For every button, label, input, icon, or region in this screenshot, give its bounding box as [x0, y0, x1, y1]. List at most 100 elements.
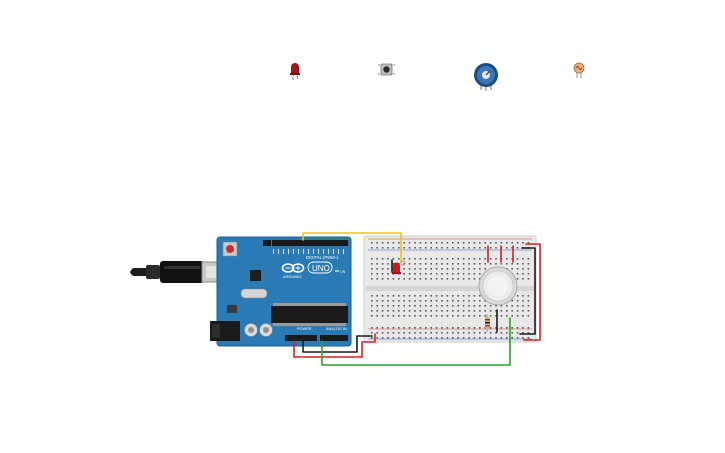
breadboard-hole[interactable]: [387, 247, 389, 249]
breadboard-hole[interactable]: [408, 273, 411, 275]
breadboard-hole[interactable]: [457, 305, 459, 307]
breadboard-hole[interactable]: [414, 268, 416, 270]
breadboard-hole[interactable]: [452, 263, 454, 265]
breadboard-hole[interactable]: [387, 300, 389, 302]
breadboard-hole[interactable]: [452, 315, 454, 317]
breadboard-hole[interactable]: [457, 258, 459, 260]
breadboard-hole[interactable]: [489, 242, 492, 244]
breadboard-hole[interactable]: [452, 273, 454, 275]
breadboard-hole[interactable]: [516, 258, 519, 260]
breadboard-hole[interactable]: [371, 295, 373, 297]
breadboard-hole[interactable]: [468, 247, 470, 249]
breadboard-hole[interactable]: [419, 315, 422, 317]
breadboard-hole[interactable]: [392, 300, 395, 302]
breadboard-hole[interactable]: [419, 305, 422, 307]
breadboard-hole[interactable]: [381, 295, 384, 297]
breadboard-hole[interactable]: [430, 268, 432, 270]
breadboard-hole[interactable]: [430, 332, 432, 334]
breadboard-hole[interactable]: [419, 268, 422, 270]
breadboard-hole[interactable]: [381, 300, 384, 302]
breadboard-hole[interactable]: [457, 295, 459, 297]
breadboard-hole[interactable]: [435, 332, 438, 334]
breadboard-hole[interactable]: [527, 295, 530, 297]
breadboard-hole[interactable]: [392, 263, 395, 265]
breadboard-hole[interactable]: [387, 315, 389, 317]
breadboard-hole[interactable]: [452, 278, 454, 280]
breadboard-hole[interactable]: [414, 315, 416, 317]
breadboard-hole[interactable]: [414, 263, 416, 265]
breadboard-hole[interactable]: [462, 273, 465, 275]
breadboard-hole[interactable]: [441, 305, 443, 307]
breadboard-hole[interactable]: [452, 242, 454, 244]
breadboard-hole[interactable]: [500, 337, 503, 339]
palette-led[interactable]: [290, 63, 300, 80]
breadboard-hole[interactable]: [457, 242, 459, 244]
breadboard-hole[interactable]: [381, 310, 384, 312]
breadboard-hole[interactable]: [506, 258, 508, 260]
breadboard-hole[interactable]: [403, 278, 405, 280]
breadboard-hole[interactable]: [468, 273, 470, 275]
breadboard-hole[interactable]: [446, 332, 449, 334]
analog-header[interactable]: [320, 335, 348, 341]
resistor-on-board[interactable]: [485, 314, 490, 332]
breadboard-hole[interactable]: [479, 327, 481, 329]
breadboard-hole[interactable]: [403, 258, 405, 260]
breadboard-hole[interactable]: [408, 242, 411, 244]
breadboard-hole[interactable]: [446, 263, 449, 265]
breadboard-hole[interactable]: [473, 242, 476, 244]
breadboard-hole[interactable]: [511, 268, 513, 270]
breadboard-hole[interactable]: [522, 268, 524, 270]
breadboard-hole[interactable]: [408, 268, 411, 270]
breadboard-hole[interactable]: [398, 327, 400, 329]
breadboard-hole[interactable]: [441, 242, 443, 244]
breadboard-hole[interactable]: [462, 327, 465, 329]
breadboard-hole[interactable]: [419, 247, 422, 249]
breadboard-hole[interactable]: [403, 295, 405, 297]
breadboard-hole[interactable]: [392, 337, 395, 339]
breadboard-hole[interactable]: [376, 300, 378, 302]
breadboard-hole[interactable]: [527, 278, 530, 280]
breadboard-hole[interactable]: [435, 300, 438, 302]
wire-green-analog[interactable]: [321, 317, 511, 366]
breadboard-hole[interactable]: [441, 337, 443, 339]
breadboard-hole[interactable]: [376, 332, 378, 334]
breadboard-hole[interactable]: [398, 278, 400, 280]
breadboard-hole[interactable]: [414, 337, 416, 339]
breadboard-hole[interactable]: [381, 268, 384, 270]
breadboard-hole[interactable]: [408, 278, 411, 280]
palette-pushbutton[interactable]: [378, 63, 395, 76]
breadboard-hole[interactable]: [376, 258, 378, 260]
breadboard-hole[interactable]: [435, 258, 438, 260]
breadboard-hole[interactable]: [392, 310, 395, 312]
breadboard-hole[interactable]: [452, 337, 454, 339]
wire-red-power[interactable]: [293, 333, 376, 358]
breadboard-hole[interactable]: [462, 242, 465, 244]
breadboard-hole[interactable]: [468, 258, 470, 260]
breadboard-hole[interactable]: [398, 310, 400, 312]
breadboard-hole[interactable]: [522, 278, 524, 280]
breadboard-hole[interactable]: [381, 278, 384, 280]
breadboard-hole[interactable]: [441, 315, 443, 317]
arduino-uno-board[interactable]: DIGITAL (PWM~) ARDUINO UNO ON POWER ANAL: [210, 236, 352, 347]
breadboard-hole[interactable]: [473, 310, 476, 312]
breadboard-hole[interactable]: [462, 278, 465, 280]
breadboard-hole[interactable]: [479, 247, 481, 249]
wires[interactable]: [293, 232, 541, 366]
breadboard-hole[interactable]: [408, 295, 411, 297]
breadboard-hole[interactable]: [495, 242, 497, 244]
breadboard-hole[interactable]: [398, 332, 400, 334]
breadboard-hole[interactable]: [527, 263, 530, 265]
breadboard-hole[interactable]: [522, 327, 524, 329]
breadboard-hole[interactable]: [506, 263, 508, 265]
breadboard-hole[interactable]: [506, 315, 508, 317]
breadboard-hole[interactable]: [468, 242, 470, 244]
breadboard-hole[interactable]: [473, 300, 476, 302]
breadboard-hole[interactable]: [371, 258, 373, 260]
breadboard-hole[interactable]: [484, 300, 486, 302]
breadboard-hole[interactable]: [387, 305, 389, 307]
breadboard-hole[interactable]: [392, 305, 395, 307]
breadboard-hole[interactable]: [392, 295, 395, 297]
breadboard-hole[interactable]: [495, 305, 497, 307]
breadboard-hole[interactable]: [387, 337, 389, 339]
